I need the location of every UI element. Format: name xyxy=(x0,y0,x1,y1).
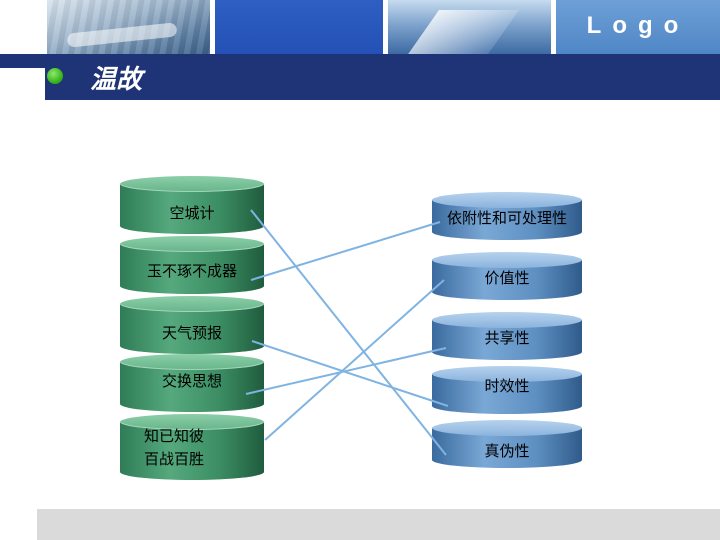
right-item-4: 时效性 xyxy=(432,366,582,414)
left-item-label: 交换思想 xyxy=(161,372,222,390)
left-item-label: 空城计 xyxy=(169,204,215,222)
left-item-label-line1: 知已知彼 xyxy=(143,427,204,445)
title-bar xyxy=(0,54,720,100)
right-item-5: 真伪性 xyxy=(432,420,582,468)
footer-bar xyxy=(37,509,720,540)
header-photo-building xyxy=(388,0,551,54)
left-item-label: 玉不琢不成器 xyxy=(146,262,237,280)
right-item-2: 价值性 xyxy=(432,252,582,300)
right-item-3: 共享性 xyxy=(432,312,582,360)
connector-line-2 xyxy=(250,221,441,281)
header-banner: Logo xyxy=(0,0,720,54)
connector-line-5 xyxy=(264,279,445,441)
left-item-3: 天气预报 xyxy=(120,296,264,354)
logo-box: Logo xyxy=(556,0,720,54)
left-item-2: 玉不琢不成器 xyxy=(120,236,264,294)
right-item-label: 共享性 xyxy=(484,329,530,347)
left-item-label-line2: 百战百胜 xyxy=(143,450,204,468)
right-item-label: 价值性 xyxy=(484,269,530,287)
connector-line-3 xyxy=(251,340,449,407)
right-item-label: 依附性和可处理性 xyxy=(446,209,567,227)
right-item-1: 依附性和可处理性 xyxy=(432,192,582,240)
connector-line-1 xyxy=(250,209,447,456)
slide-title: 温故 xyxy=(90,65,143,95)
right-item-label: 真伪性 xyxy=(484,442,530,460)
header-photo-blue xyxy=(215,0,383,54)
left-item-5: 知已知彼 百战百胜 xyxy=(120,414,264,480)
left-item-1: 空城计 xyxy=(120,176,264,234)
logo-text: Logo xyxy=(586,12,690,39)
right-item-label: 时效性 xyxy=(484,377,530,395)
connector-line-4 xyxy=(245,347,447,395)
left-item-4: 交换思想 xyxy=(120,354,264,412)
title-bar-notch-top xyxy=(0,54,45,68)
bullet-icon xyxy=(47,68,63,84)
left-item-label: 天气预报 xyxy=(161,324,222,342)
header-photo-keyboard xyxy=(47,0,210,54)
